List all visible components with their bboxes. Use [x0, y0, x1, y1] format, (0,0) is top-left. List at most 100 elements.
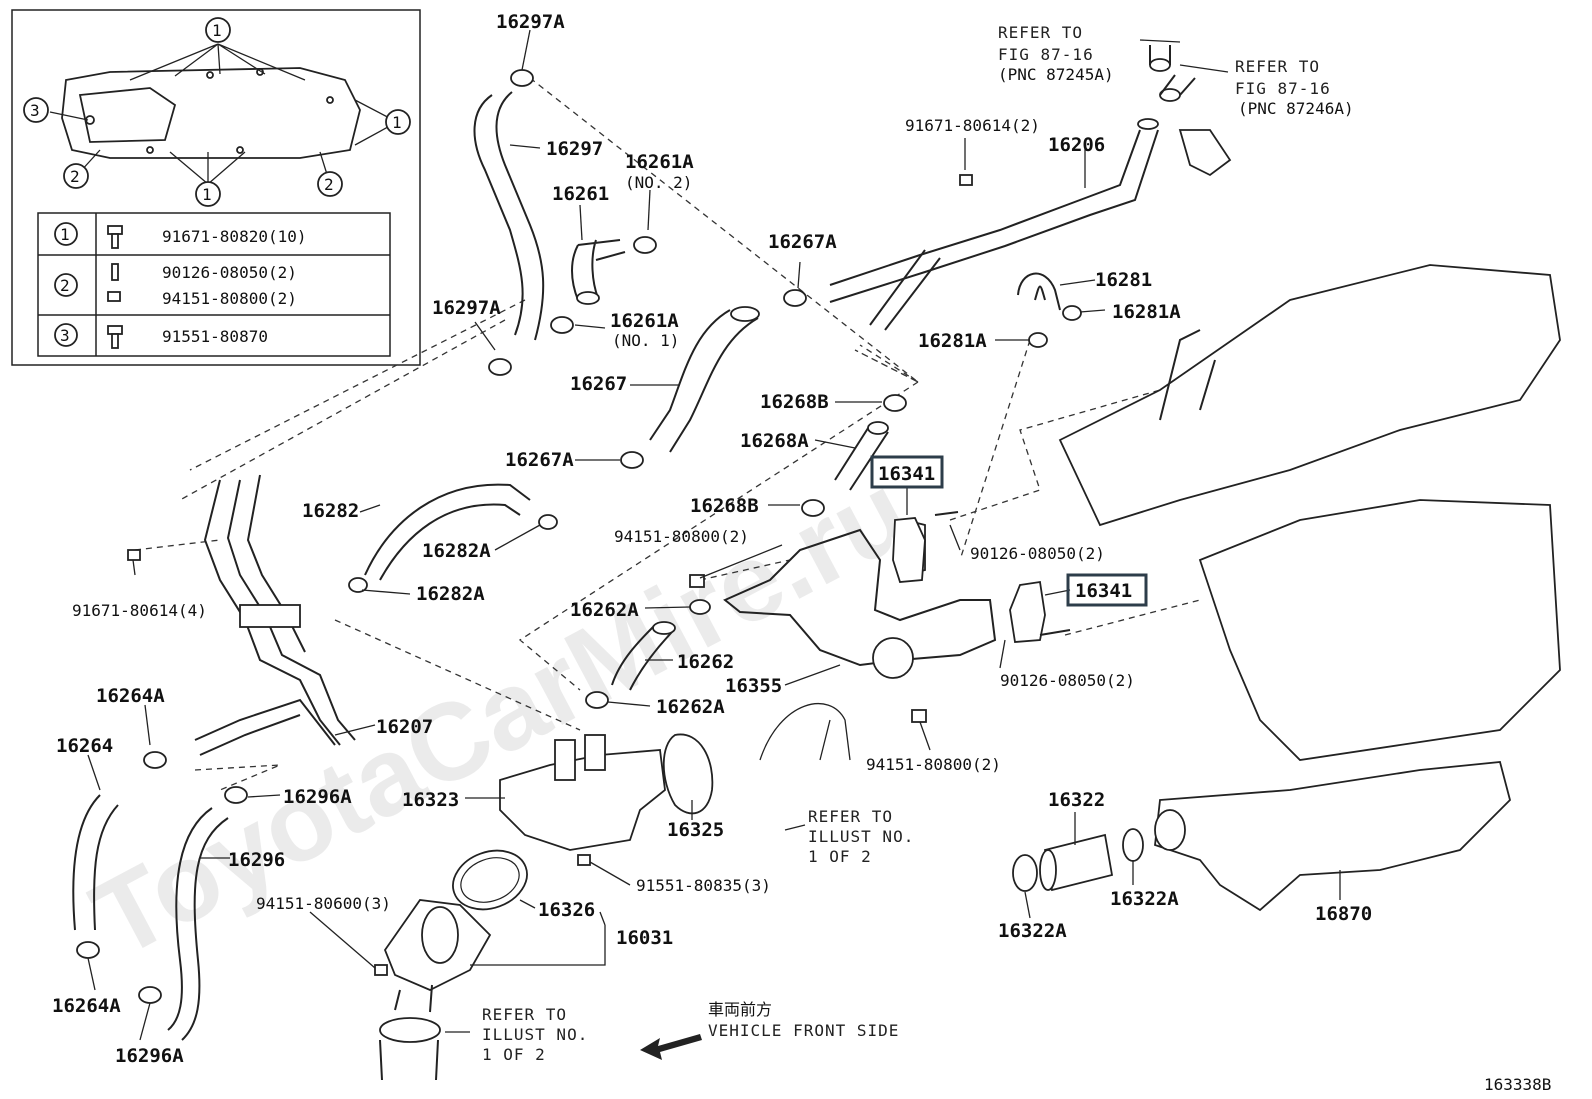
part-16031-thermostat	[379, 899, 492, 1081]
part-16870-intake-manifold	[1154, 761, 1512, 912]
part-labels: 16297A 16297 16261 16261A (NO. 2) 16297A…	[52, 11, 1372, 1067]
part-16282-hose	[364, 483, 531, 581]
label-16326: 16326	[538, 899, 595, 921]
highlight-16341-a	[870, 455, 944, 489]
label-16031: 16031	[616, 927, 673, 949]
part-16267-hose	[649, 306, 760, 453]
ref4-line3: 1 OF 2	[482, 1045, 546, 1064]
ref2-line1: REFER TO	[1235, 57, 1320, 76]
label-16325: 16325	[667, 819, 724, 841]
legend-part-94151-80800: 94151-80800(2)	[162, 289, 297, 308]
label-16207: 16207	[376, 716, 433, 738]
label-16355: 16355	[725, 675, 782, 697]
label-16264A-top: 16264A	[96, 685, 165, 707]
label-16296A-top: 16296A	[283, 786, 352, 808]
inset-callout-1-top: 1	[212, 21, 222, 40]
label-91671-80614-2: 91671-80614(2)	[905, 116, 1040, 135]
inset-callout-2-right: 2	[324, 175, 334, 194]
bolt-icon	[107, 225, 123, 249]
label-16282: 16282	[302, 500, 359, 522]
leader-lines	[87, 29, 1341, 1041]
part-16207-pipe	[194, 474, 356, 756]
part-16296-hose	[167, 807, 229, 1041]
label-16267A-top: 16267A	[768, 231, 837, 253]
label-90126-08050-2a: 90126-08050(2)	[970, 544, 1105, 563]
legend-part-90126-08050: 90126-08050(2)	[162, 263, 297, 282]
part-16326-gasket	[452, 849, 528, 911]
label-16341-b: 16341	[1075, 580, 1132, 602]
label-16341-a: 16341	[878, 463, 935, 485]
label-16264: 16264	[56, 735, 113, 757]
label-16261: 16261	[552, 183, 609, 205]
ref-note-4: REFER TO ILLUST NO. 1 OF 2	[482, 1005, 587, 1064]
ref2-line2: FIG 87-16	[1235, 79, 1331, 98]
bolt-icon	[107, 325, 123, 349]
ref-note-3: REFER TO ILLUST NO. 1 OF 2	[808, 807, 914, 866]
label-91551-80835-3: 91551-80835(3)	[636, 876, 771, 895]
label-90126-08050-2b: 90126-08050(2)	[1000, 671, 1135, 690]
part-16261-hose	[571, 239, 626, 305]
legend-num-3: 3	[60, 326, 70, 345]
label-16322: 16322	[1048, 789, 1105, 811]
ref3-line3: 1 OF 2	[808, 847, 872, 866]
ref4-line1: REFER TO	[482, 1005, 567, 1024]
part-16341-gasket-a	[892, 517, 926, 583]
label-16206: 16206	[1048, 134, 1105, 156]
label-16267A-mid: 16267A	[505, 449, 574, 471]
clamps	[76, 69, 1082, 1004]
part-16206-pipe	[829, 118, 1232, 331]
inset-legend-table: 1 2 3 91671-80820(10) 90126-08050(2) 941…	[37, 212, 391, 357]
label-16281A-left: 16281A	[918, 330, 987, 352]
ref1-line2: FIG 87-16	[998, 45, 1094, 64]
label-94151-80600-3: 94151-80600(3)	[256, 894, 391, 913]
legend-num-1: 1	[60, 225, 70, 244]
ref-note-2: REFER TO FIG 87-16 (PNC 87246A)	[1235, 57, 1354, 118]
label-16322A-right: 16322A	[1110, 888, 1179, 910]
label-16322A-left: 16322A	[998, 920, 1067, 942]
label-16268A: 16268A	[740, 430, 809, 452]
ref1-line3: (PNC 87245A)	[998, 65, 1114, 84]
label-16282A-right: 16282A	[422, 540, 491, 562]
label-16282A-bottom: 16282A	[416, 583, 485, 605]
label-16296A-bottom: 16296A	[115, 1045, 184, 1067]
part-16325-gasket	[662, 733, 714, 815]
inset-callout-2-left: 2	[70, 167, 80, 186]
front-arrow-icon	[640, 1034, 702, 1060]
ref3-line1: REFER TO	[808, 807, 893, 826]
label-16281A-right: 16281A	[1112, 301, 1181, 323]
legend-num-2: 2	[60, 276, 70, 295]
label-16262A-bottom: 16262A	[656, 696, 725, 718]
phantom-lines	[134, 77, 1201, 791]
label-16267: 16267	[570, 373, 627, 395]
label-16264A-bottom: 16264A	[52, 995, 121, 1017]
legend-part-91671-80820: 91671-80820(10)	[162, 227, 307, 246]
figure-id: 163338B	[1484, 1075, 1551, 1094]
ref3-line2: ILLUST NO.	[808, 827, 914, 846]
inset-callout-1-right: 1	[392, 113, 402, 132]
inset-box: 1 1 1 3 2 2 1 2 3 91671-80820(10)	[11, 9, 421, 366]
inset-callout-3: 3	[30, 101, 40, 120]
nut-icon	[107, 291, 121, 302]
inset-callout-1-bottom: 1	[202, 185, 212, 204]
label-16323: 16323	[402, 789, 459, 811]
engine-block-lower	[1198, 499, 1561, 761]
front-en: VEHICLE FRONT SIDE	[708, 1021, 899, 1040]
stud-icon	[111, 263, 119, 281]
highlight-16341-b	[1066, 573, 1148, 607]
part-16268A-hose	[834, 421, 889, 491]
part-16341-gasket-b	[1009, 580, 1046, 643]
label-94151-80800-2b: 94151-80800(2)	[866, 755, 1001, 774]
engine-block-upper	[1058, 264, 1561, 527]
part-16297-hose	[473, 91, 545, 341]
label-16297: 16297	[546, 138, 603, 160]
ref1-line1: REFER TO	[998, 23, 1083, 42]
label-16297A-left: 16297A	[432, 297, 501, 319]
label-16296: 16296	[228, 849, 285, 871]
ref-note-1: REFER TO FIG 87-16 (PNC 87245A)	[998, 23, 1114, 84]
label-91671-80614-4: 91671-80614(4)	[72, 601, 207, 620]
ref2-line3: (PNC 87246A)	[1238, 99, 1354, 118]
label-16268B-top: 16268B	[760, 391, 829, 413]
part-16264-hose	[72, 794, 119, 931]
